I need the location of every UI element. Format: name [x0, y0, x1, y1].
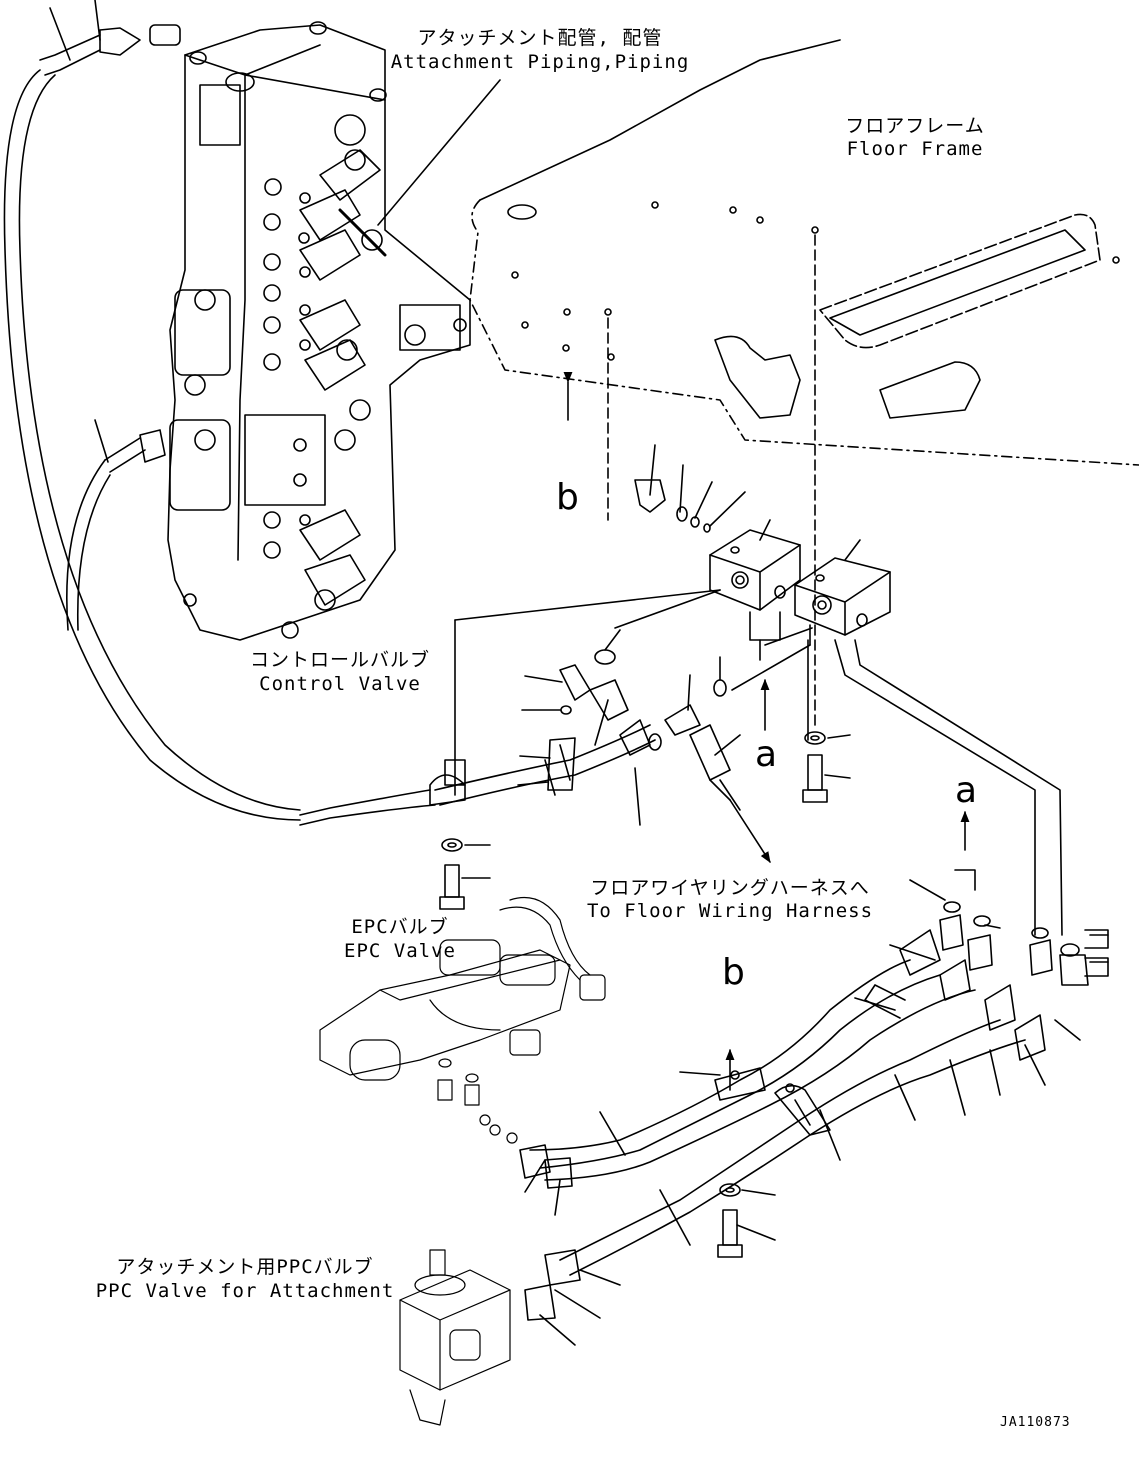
- ppc-valve-label-en: PPC Valve for Attachment: [95, 1280, 395, 1302]
- epc-valve: [319, 896, 606, 1144]
- marker-b-lower: b: [722, 952, 745, 993]
- control-valve-label-jp: コントロールバルブ: [250, 649, 431, 671]
- floor-frame-label-en: Floor Frame: [846, 138, 984, 160]
- fittings-cluster: [517, 444, 811, 863]
- attachment-piping-leader: [377, 79, 501, 226]
- marker-b-upper: b: [556, 477, 579, 518]
- floor-frame-label-jp: フロアフレーム: [845, 115, 985, 137]
- floor-harness-label-jp: フロアワイヤリングハーネスへ: [590, 877, 870, 899]
- control-valve-body: [167, 21, 471, 641]
- epc-valve-label-jp: EPCバルブ: [351, 916, 449, 938]
- drawing-code: JA110873: [1000, 1415, 1071, 1430]
- hose-bundle: [519, 371, 1109, 1346]
- marker-a-right: a: [955, 770, 978, 811]
- epc-valve-label-en: EPC Valve: [344, 940, 456, 962]
- control-valve-hoses: [3, 24, 436, 826]
- floor-frame: [469, 39, 1139, 731]
- attachment-piping-label-jp: アタッチメント配管, 配管: [417, 27, 663, 49]
- floor-harness-label-en: To Floor Wiring Harness: [586, 900, 874, 922]
- control-valve-label-en: Control Valve: [259, 673, 421, 695]
- ppc-valve-label-jp: アタッチメント用PPCバルブ: [116, 1256, 374, 1278]
- junction-blocks: [709, 519, 1063, 936]
- attachment-piping-label-en: Attachment Piping,Piping: [390, 51, 690, 73]
- marker-a-middle: a: [755, 734, 778, 775]
- hose-main: [434, 719, 656, 806]
- ppc-valve: [399, 1249, 511, 1426]
